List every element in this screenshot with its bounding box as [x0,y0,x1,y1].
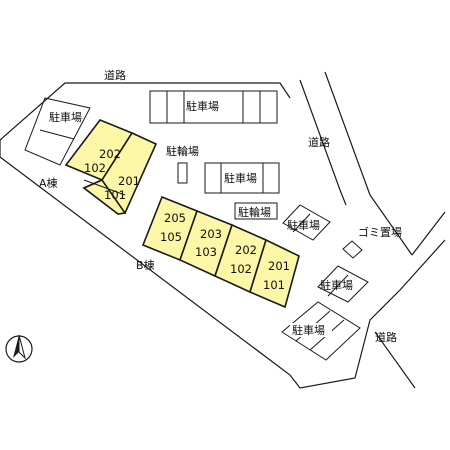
unit-b3-upper: 202 [235,243,257,257]
parking-right-lower: 駐車場 [281,301,361,361]
building-a-label: A棟 [39,176,58,190]
unit-b1-lower: 105 [160,230,182,244]
unit-b2-upper: 203 [200,227,222,241]
garbage-area: ゴミ置場 [342,225,402,259]
unit-b4-lower: 101 [263,278,285,292]
parking-label: 駐車場 [186,99,219,113]
unit-b2-lower: 103 [195,245,217,259]
parking-label: 駐車場 [49,110,82,124]
bicycle-parking-label-lower: 駐輪場 [238,205,271,219]
parking-right-upper: 駐車場 [282,204,331,241]
bicycle-parking-box [234,202,278,220]
unit-a2-lower: 101 [104,188,126,202]
bicycle-rack [177,162,188,184]
bicycle-parking-label-upper: 駐輪場 [166,144,199,158]
building-b: 205 105 203 103 202 102 201 101 [141,195,300,309]
unit-b1-upper: 205 [164,211,186,225]
road-label-right-upper: 道路 [308,135,330,149]
road-lower-right-edge [374,331,416,389]
garbage-label: ゴミ置場 [358,225,402,239]
parking-center: 駐車場 [204,162,280,194]
parking-label: 駐車場 [224,171,257,185]
site-boundary [0,82,446,389]
road-label-top: 道路 [104,68,126,82]
parking-left: 駐車場 [24,97,91,166]
parking-label: 駐車場 [320,278,353,292]
unit-b4-upper: 201 [268,259,290,273]
unit-a2-upper: 201 [118,174,140,188]
building-b-label: B棟 [136,258,155,272]
parking-right-middle: 駐車場 [317,265,369,303]
parking-label: 駐車場 [287,218,320,232]
parking-label: 駐車場 [292,323,325,337]
road-upper-right [299,71,446,256]
building-a: 202 102 201 101 [64,119,158,215]
unit-a1-lower: 102 [84,161,106,175]
parking-top-center: 駐車場 [149,90,278,124]
unit-a1-upper: 202 [99,147,121,161]
unit-b3-lower: 102 [230,262,252,276]
road-label-right-lower: 道路 [375,330,397,344]
north-arrow-icon [5,334,33,363]
